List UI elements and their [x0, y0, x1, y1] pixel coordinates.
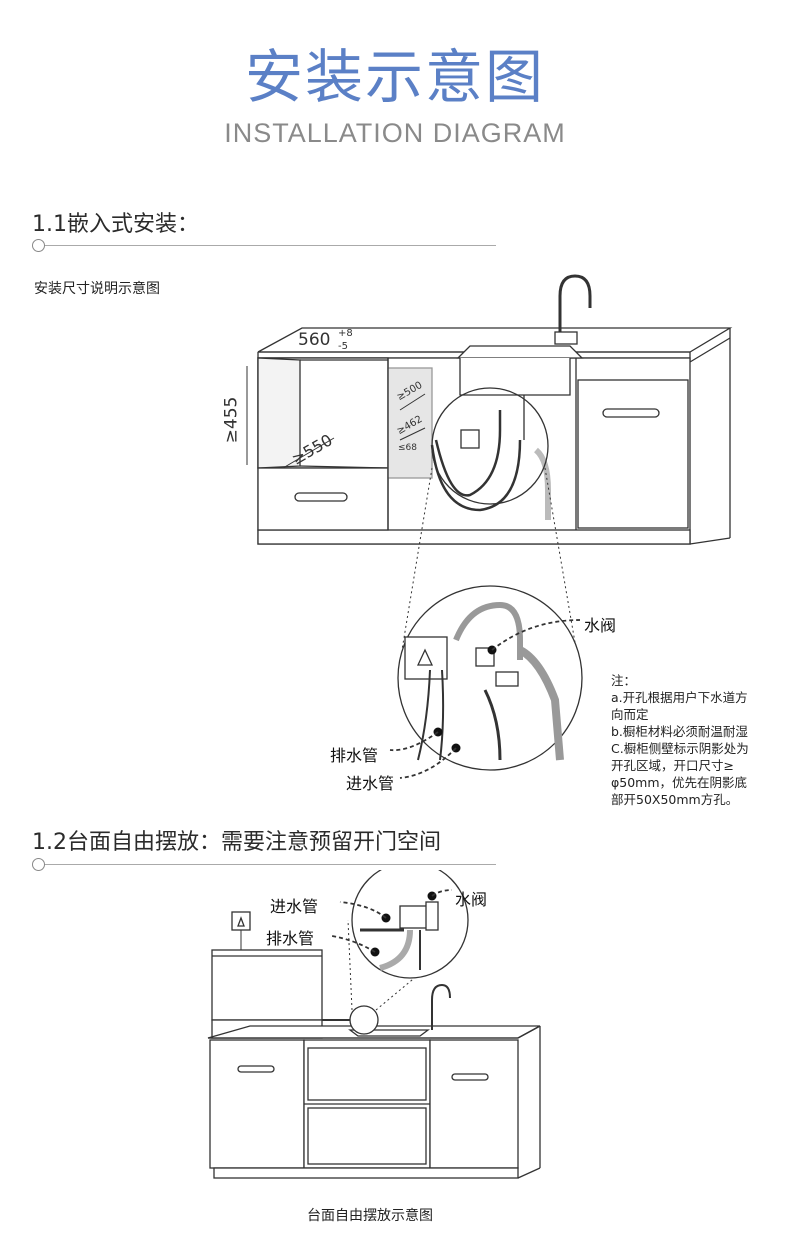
page-subtitle: INSTALLATION DIAGRAM [224, 118, 566, 148]
section-1-divider [40, 245, 496, 246]
section-1-title: 1.1嵌入式安装： [32, 212, 199, 237]
width-tolerance-plus: +8 [338, 328, 353, 339]
section-1-caption: 安装尺寸说明示意图 [34, 281, 160, 297]
page-title: 安装示意图 [244, 43, 545, 111]
note-line: 部开50X50mm方孔。 [611, 792, 739, 807]
width-dimension-label: 560 [298, 330, 331, 350]
section-2-bullet-icon [32, 858, 45, 871]
height-dimension-label: ≥455 [221, 396, 242, 444]
embedded-installation-diagram [246, 274, 733, 779]
valve-callout-label: 水阀 [584, 616, 617, 635]
section-2-divider [40, 864, 496, 865]
installation-notes: 注： a.开孔根据用户下水道方 向而定 b.橱柜材料必须耐温耐湿 C.橱柜侧壁标… [611, 672, 749, 808]
drain-pipe-callout-label: 排水管 [330, 746, 379, 765]
note-line: 向而定 [611, 707, 649, 722]
inlet-pipe-callout-label: 进水管 [346, 774, 395, 793]
note-line: a.开孔根据用户下水道方 [611, 690, 748, 705]
countertop-placement-diagram [207, 870, 541, 1179]
valve-callout-label-2: 水阀 [455, 890, 488, 909]
side-dimension-68: ≤68 [398, 443, 417, 453]
section-2-caption: 台面自由摆放示意图 [307, 1208, 433, 1224]
drain-pipe-callout-label-2: 排水管 [266, 929, 315, 948]
note-line: 注： [611, 673, 637, 688]
inlet-pipe-callout-label-2: 进水管 [270, 897, 319, 916]
note-line: C.橱柜侧壁标示阴影处为 [611, 741, 749, 756]
section-1-bullet-icon [32, 239, 45, 252]
note-line: 开孔区域，开口尺寸≥ [611, 758, 734, 773]
note-line: φ50mm，优先在阴影底 [611, 775, 748, 790]
note-line: b.橱柜材料必须耐温耐湿 [611, 724, 748, 739]
width-tolerance-minus: -5 [338, 341, 348, 352]
section-2-title: 1.2台面自由摆放：需要注意预留开门空间 [32, 830, 441, 855]
